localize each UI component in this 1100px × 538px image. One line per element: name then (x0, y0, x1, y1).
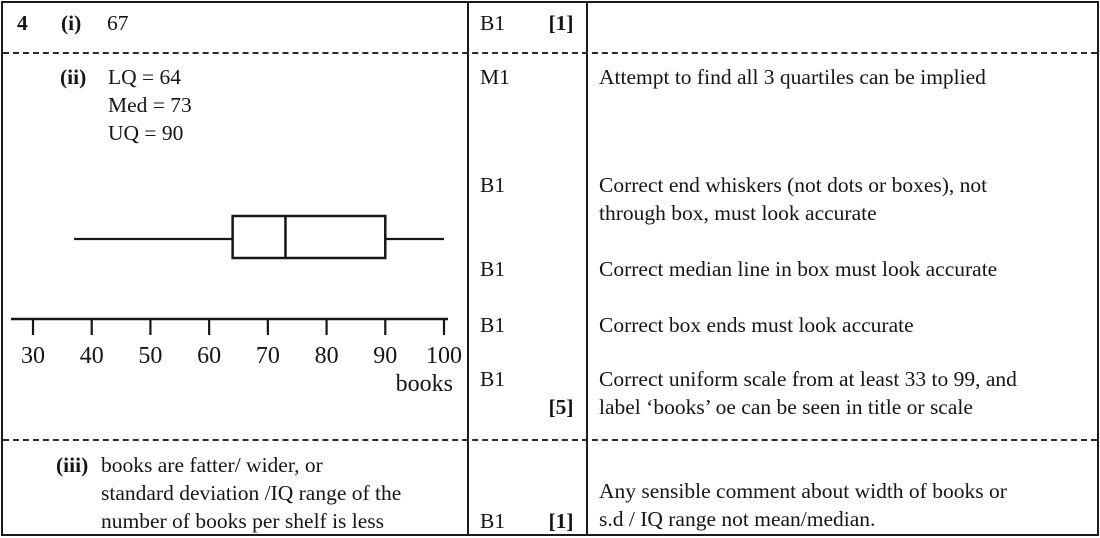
answer-line-lq: LQ = 64 (108, 65, 182, 89)
comment-line: Correct box ends must look accurate (599, 313, 914, 337)
svg-text:40: 40 (80, 343, 104, 369)
question-number: 4 (17, 11, 28, 35)
row-divider-i-ii (3, 52, 1097, 54)
comment-line: s.d / IQ range not mean/median. (599, 507, 876, 531)
mark-code-iii: B1 (480, 509, 506, 533)
comment-line: label ‘books’ oe can be seen in title or… (599, 395, 973, 419)
mark-code-b1-boxends: B1 (480, 313, 506, 337)
mark-code-m1: M1 (480, 65, 510, 89)
svg-text:60: 60 (197, 343, 221, 369)
svg-text:80: 80 (315, 343, 339, 369)
svg-text:70: 70 (256, 343, 280, 369)
answer-line: books are fatter/ wider, or (101, 453, 323, 477)
mark-code-i: B1 (480, 11, 506, 35)
row-divider-ii-iii (3, 439, 1097, 441)
mark-total-iii: [1] (548, 509, 574, 533)
part-label-iii: (iii) (56, 453, 89, 477)
part-label-i: (i) (61, 11, 82, 35)
mark-total-ii: [5] (548, 395, 574, 419)
mark-code-b1-scale: B1 (480, 367, 506, 391)
mark-code-b1-median: B1 (480, 257, 506, 281)
column-divider-comments (586, 3, 588, 534)
svg-text:90: 90 (373, 343, 397, 369)
comment-line: Correct median line in box must look acc… (599, 257, 998, 281)
mark-code-b1-whiskers: B1 (480, 173, 506, 197)
answer-line-uq: UQ = 90 (108, 121, 184, 145)
svg-text:30: 30 (21, 343, 45, 369)
comment-line: Correct end whiskers (not dots or boxes)… (599, 173, 988, 197)
answer-line: number of books per shelf is less (101, 509, 385, 533)
part-label-ii: (ii) (60, 65, 87, 89)
comment-line: Any sensible comment about width of book… (599, 479, 1007, 503)
answer-i: 67 (107, 11, 129, 35)
answer-line: standard deviation /IQ range of the (101, 481, 402, 505)
comment-line: Correct uniform scale from at least 33 t… (599, 367, 1017, 391)
answer-line-med: Med = 73 (108, 93, 192, 117)
comment-line: Attempt to find all 3 quartiles can be i… (599, 65, 986, 89)
column-divider-marks (467, 3, 469, 534)
mark-total-i: [1] (548, 11, 574, 35)
comment-line: through box, must look accurate (599, 201, 877, 225)
svg-text:100: 100 (426, 343, 462, 369)
svg-text:50: 50 (138, 343, 162, 369)
svg-text:books: books (396, 371, 453, 397)
